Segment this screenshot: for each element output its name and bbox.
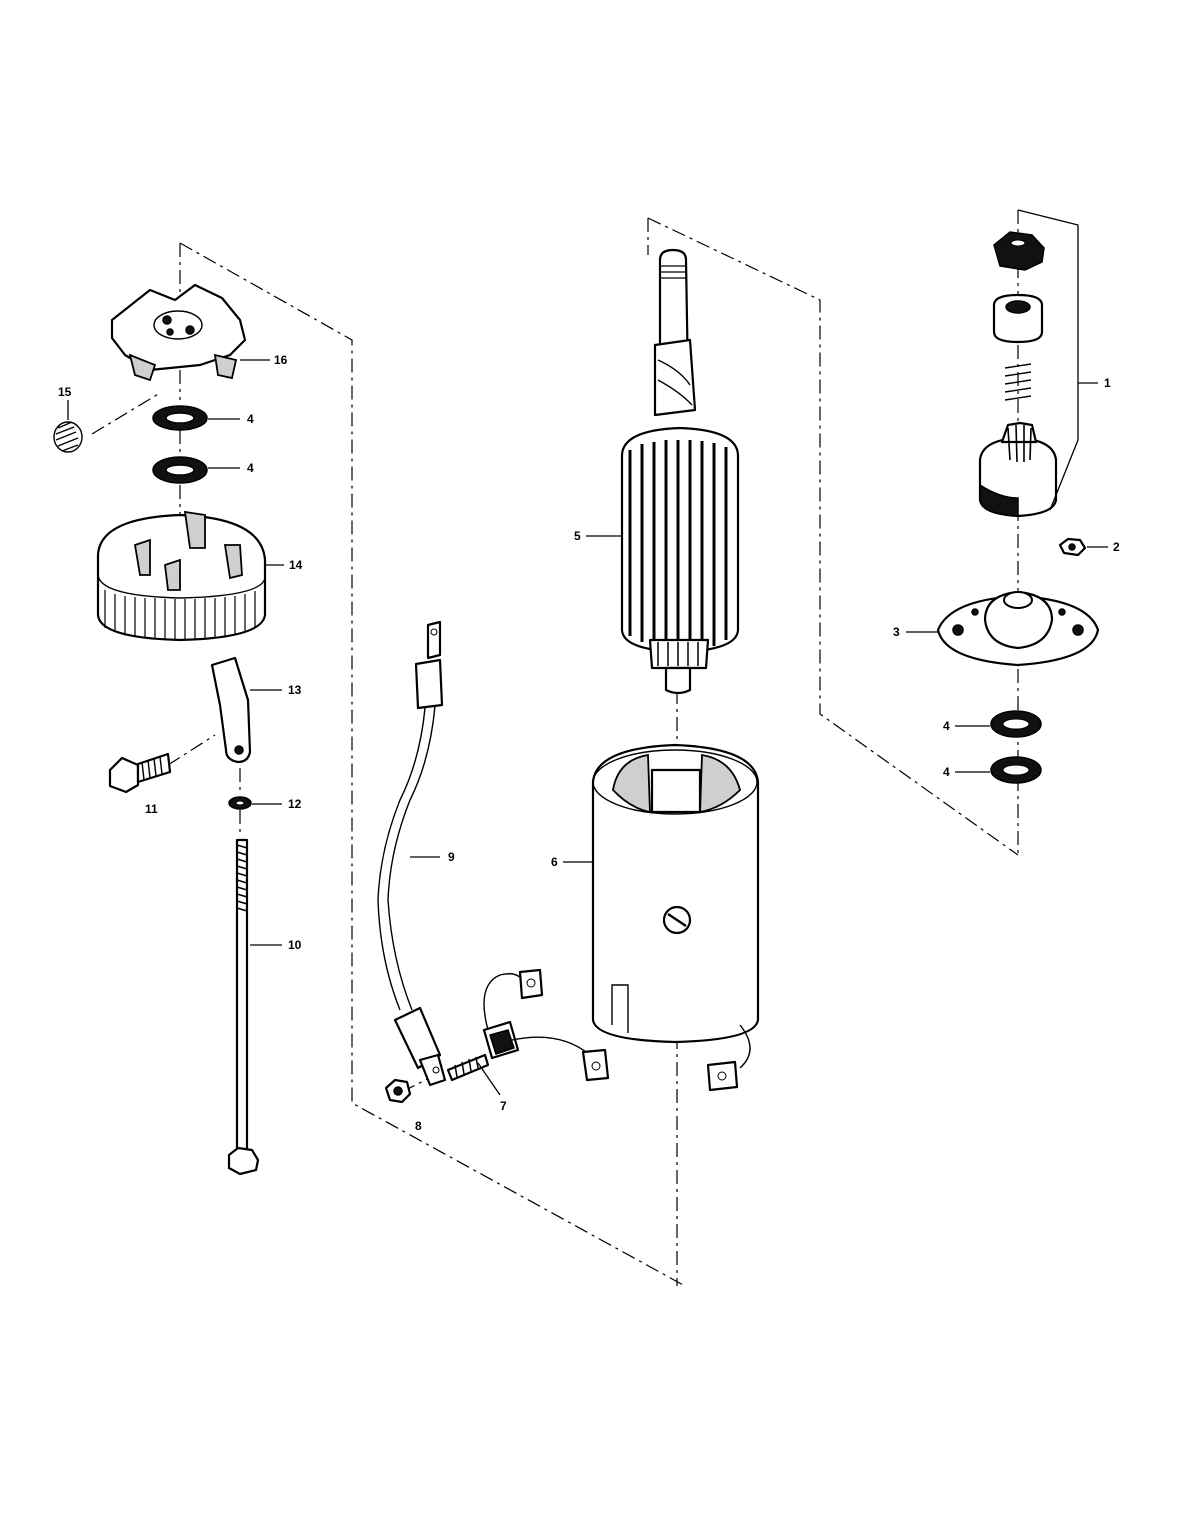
thrust-washer-upper-right (990, 710, 1042, 738)
callout-13: 13 (288, 683, 302, 697)
callout-labels: 16 15 4 4 14 13 11 12 10 9 8 7 5 6 1 2 3… (58, 353, 1120, 1133)
ground-strap (210, 656, 252, 764)
callout-10: 10 (288, 938, 302, 952)
callout-6: 6 (551, 855, 558, 869)
pinion-gear (978, 421, 1058, 518)
callout-3: 3 (893, 625, 900, 639)
lock-washer (228, 796, 252, 810)
thrust-washer-lower-right (990, 756, 1042, 784)
hex-nut (384, 1078, 412, 1104)
callout-4-left-lower: 4 (247, 461, 254, 475)
leader-lines (67, 359, 1108, 1096)
callout-2: 2 (1113, 540, 1120, 554)
field-lead (377, 620, 447, 1087)
bolt (108, 752, 172, 794)
callout-4-right-lower: 4 (943, 765, 950, 779)
callout-12: 12 (288, 797, 302, 811)
callout-8: 8 (415, 1119, 422, 1133)
callout-11: 11 (145, 802, 158, 816)
through-bolt (227, 838, 260, 1176)
callout-9: 9 (448, 850, 455, 864)
callout-15: 15 (58, 385, 72, 399)
end-cap (96, 510, 267, 642)
brush-plate (110, 283, 247, 382)
callout-1: 1 (1104, 376, 1111, 390)
brush-assembly (446, 968, 610, 1082)
drive-spring (1004, 363, 1032, 401)
callout-5: 5 (574, 529, 581, 543)
callout-7: 7 (500, 1099, 507, 1113)
callout-14: 14 (289, 558, 303, 572)
drive-nut (993, 231, 1045, 271)
field-frame (591, 743, 760, 1092)
callout-4-left-upper: 4 (247, 412, 254, 426)
thrust-washer-lower-left (152, 456, 208, 484)
small-nut (1058, 537, 1087, 557)
callout-16: 16 (274, 353, 288, 367)
spring (53, 421, 83, 453)
drive-bushing (992, 293, 1044, 344)
thrust-washer-upper-left (152, 405, 208, 431)
callout-4-right-upper: 4 (943, 719, 950, 733)
armature (620, 248, 740, 695)
drive-end-head (936, 590, 1100, 667)
